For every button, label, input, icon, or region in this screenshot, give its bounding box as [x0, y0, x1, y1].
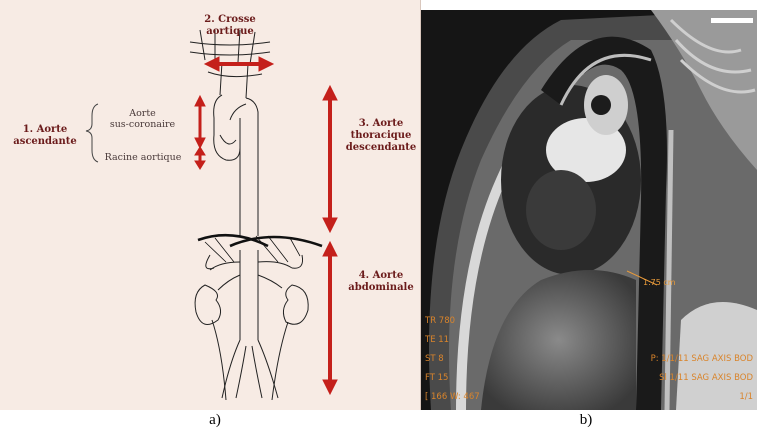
- overlay-left-5: [ 166 W: 467: [425, 392, 480, 402]
- overlay-left-4: FT 15: [425, 373, 448, 383]
- label-abdominal-text: 4. Aorte abdominale: [348, 270, 413, 293]
- caption-b: b): [566, 412, 606, 429]
- diaphragm: [198, 235, 322, 262]
- label-thoracic: 3. Aorte thoracique descendante: [345, 118, 417, 154]
- arrow-head-right: [259, 57, 273, 71]
- brace: [86, 104, 98, 162]
- label-crosse: 2. Crosse aortique: [190, 14, 270, 38]
- segment-arrows: [195, 57, 337, 394]
- label-supra-coronary: Aorte sus-coronaire: [100, 108, 185, 131]
- ascending-aorta: [214, 95, 258, 160]
- overlay-right-1: P: 1/1/11 SAG AXIS BOD: [651, 354, 753, 364]
- label-ascending: 1. Aorte ascendante: [10, 124, 80, 148]
- label-root: Racine aortique: [98, 152, 188, 163]
- caption-a: a): [195, 412, 235, 429]
- label-ascending-text: 1. Aorte ascendante: [13, 124, 77, 147]
- mri-image: [421, 10, 757, 410]
- measurement-label: 1.75 cm: [643, 278, 676, 287]
- label-supra-coronary-text: Aorte sus-coronaire: [110, 108, 175, 130]
- label-abdominal: 4. Aorte abdominale: [345, 270, 417, 294]
- overlay-left-2: TE 11: [425, 335, 449, 345]
- scale-bar: [711, 18, 753, 23]
- overlay-right-3: 1/1: [739, 392, 753, 402]
- label-thoracic-text: 3. Aorte thoracique descendante: [346, 118, 416, 153]
- descending-aorta: [240, 112, 258, 236]
- overlay-right-2: Sl 1/11 SAG AXIS BOD: [659, 373, 753, 383]
- label-root-text: Racine aortique: [105, 152, 182, 163]
- diagram-panel: 2. Crosse aortique 1. Aorte ascendante A…: [0, 0, 421, 410]
- overlay-left-1: TR 780: [425, 316, 455, 326]
- overlay-left-3: ST 8: [425, 354, 444, 364]
- label-crosse-text: 2. Crosse aortique: [204, 14, 255, 37]
- abdominal-aorta: [195, 250, 308, 400]
- aorta-diagram: [0, 0, 420, 410]
- arrow-head-left: [205, 57, 219, 71]
- mri-panel: 1.75 cm TR 780 TE 11 ST 8 FT 15 [ 166 W:…: [421, 10, 757, 410]
